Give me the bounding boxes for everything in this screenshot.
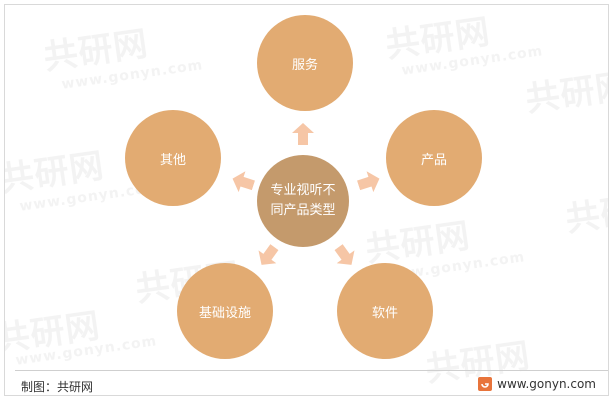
arrow-to-software-icon	[334, 244, 355, 265]
node-software-label: 软件	[371, 305, 398, 321]
node-other-label: 其他	[159, 152, 186, 168]
diagram-frame: 共研网 www.gonyn.com 共研网 www.gonyn.com 共研网 …	[4, 4, 609, 396]
watermark-brand: 共研网	[563, 185, 609, 241]
node-product: 产品	[386, 110, 482, 206]
arrow-to-service-icon	[292, 123, 314, 145]
node-software: 软件	[337, 263, 433, 359]
node-other: 其他	[125, 110, 221, 206]
watermark-brand: 共研网	[523, 65, 609, 121]
brand-logo-icon	[478, 377, 493, 391]
brand-site: www.gonyn.com	[497, 377, 596, 391]
source-note: 制图：共研网	[21, 380, 94, 394]
arrow-to-other-icon	[232, 171, 256, 193]
footer-divider	[15, 370, 608, 371]
brand-footer: www.gonyn.com	[478, 377, 596, 391]
node-product-label: 产品	[420, 152, 447, 168]
node-service-label: 服务	[291, 57, 318, 73]
center-node: 专业视听不同产品类型	[257, 155, 349, 247]
node-service: 服务	[257, 15, 353, 111]
node-infrastructure: 基础设施	[177, 263, 273, 359]
center-node-label: 专业视听不同产品类型	[270, 183, 336, 218]
arrow-to-product-icon	[356, 171, 380, 193]
node-infrastructure-label: 基础设施	[198, 305, 251, 321]
arrow-to-infrastructure-icon	[258, 244, 279, 265]
